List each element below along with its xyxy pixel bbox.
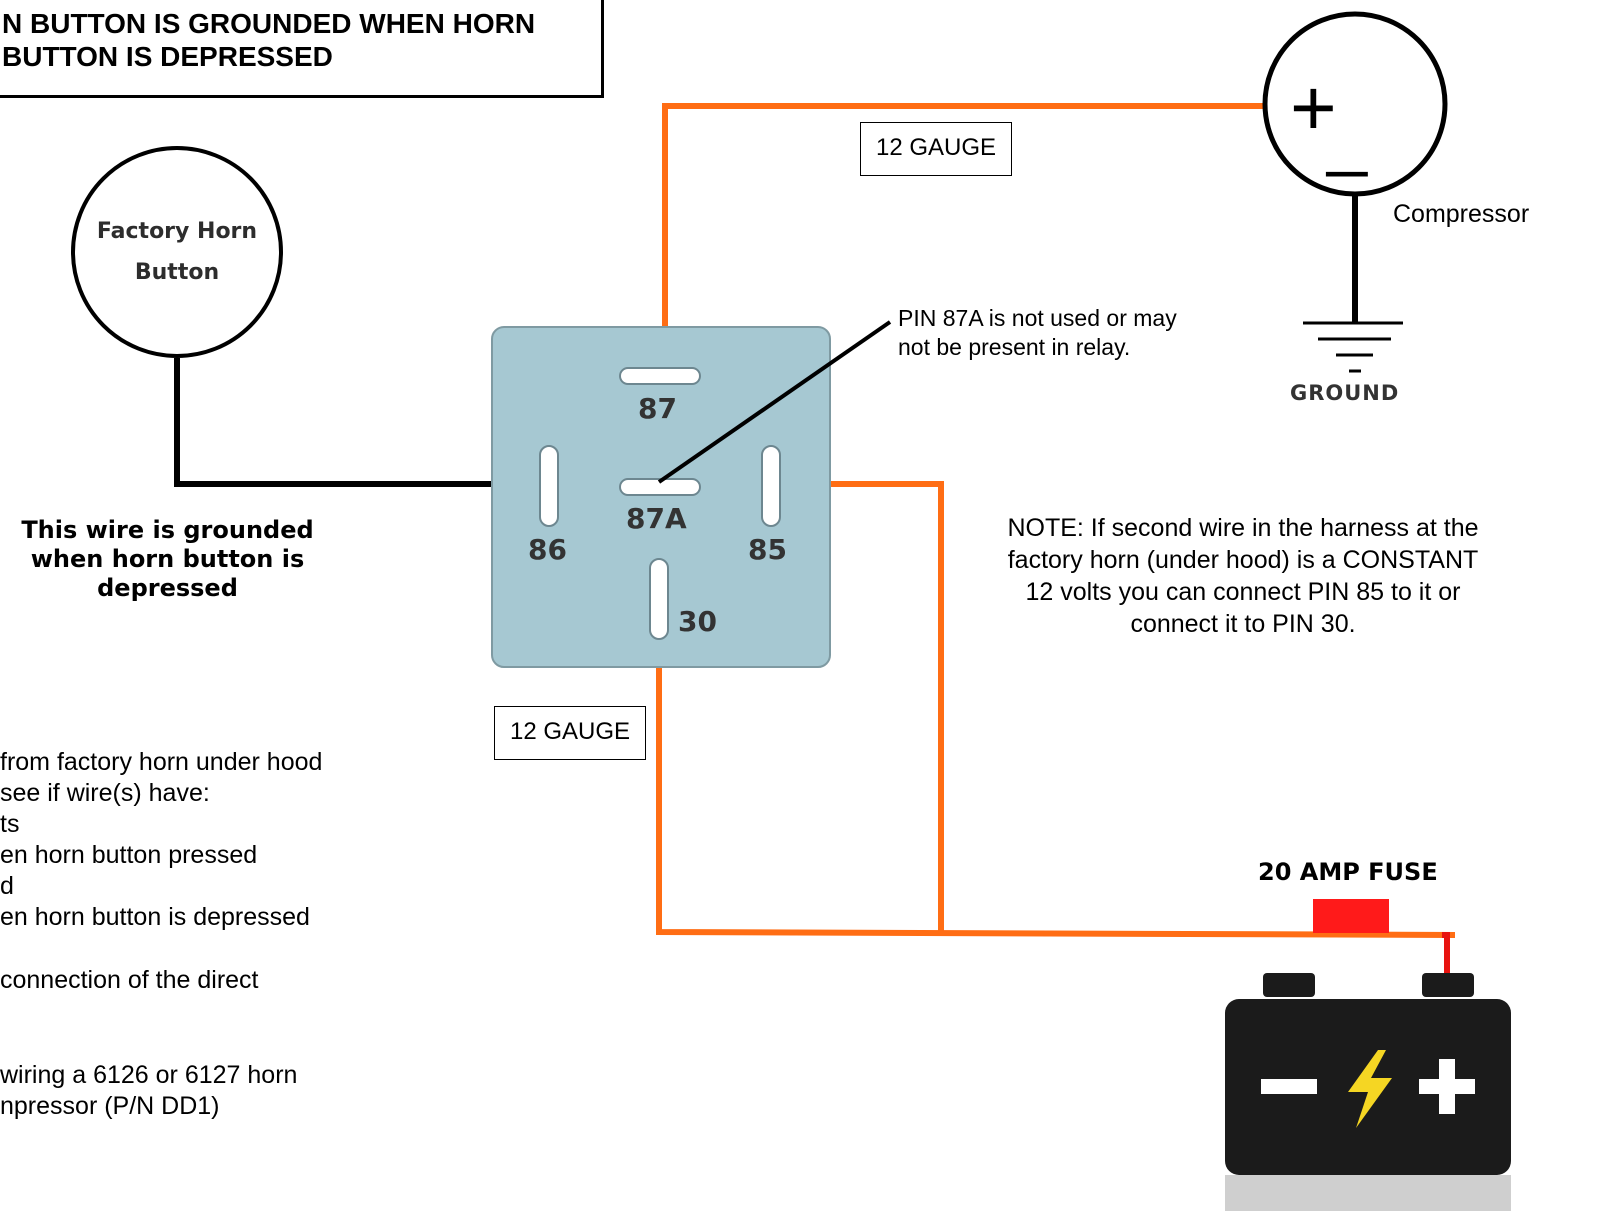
compressor-label: Compressor: [1393, 200, 1530, 228]
battery-base: [1225, 1175, 1511, 1211]
pin-label-87a: 87A: [626, 502, 687, 535]
title-line-2: BUTTON IS DEPRESSED: [2, 41, 333, 72]
instructions-line-4: en horn button pressed: [0, 841, 258, 869]
instructions-line-1: from factory horn under hood: [0, 748, 323, 776]
horn-button-wire: [174, 358, 553, 487]
note-line-4: connect it to PIN 30.: [1130, 610, 1356, 638]
pin-label-30: 30: [678, 605, 717, 638]
instructions-line-5: d: [0, 872, 14, 900]
pin-label-85: 85: [748, 533, 787, 566]
gauge-label-bottom: 12 GAUGE: [494, 706, 646, 760]
instructions-line-8: wiring a 6126 or 6127 horn: [0, 1061, 298, 1089]
title-line-1: N BUTTON IS GROUNDED WHEN HORN: [2, 8, 536, 39]
battery-minus-icon: [1261, 1079, 1317, 1094]
relay-pin-85: [761, 445, 781, 527]
relay-pin-87: [619, 367, 701, 385]
instructions-line-9: npressor (P/N DD1): [0, 1092, 220, 1120]
fuse-label: 20 AMP FUSE: [1258, 858, 1438, 886]
factory-horn-button-circle: [71, 146, 283, 358]
pin-label-87: 87: [638, 392, 677, 425]
lightning-bolt-icon: [1348, 1050, 1392, 1128]
pin87a-note-1: PIN 87A is not used or may: [898, 305, 1177, 331]
title-box: [0, 0, 604, 98]
compressor-plus-icon: +: [1290, 63, 1337, 152]
instructions-line-3: ts: [0, 810, 20, 838]
horn-button-label-1: Factory Horn: [96, 219, 258, 244]
gauge-label-top: 12 GAUGE: [860, 122, 1012, 176]
relay-pin-86: [539, 445, 559, 527]
ground-symbol: [1303, 321, 1403, 373]
relay-pins: [539, 367, 781, 640]
pin87a-pointer-line: [657, 320, 892, 484]
battery-icon: [1225, 973, 1511, 1211]
wire-87-to-compressor: [662, 103, 1265, 380]
instructions-line-7: connection of the direct: [0, 966, 259, 994]
fused-lead-wire: [1442, 932, 1450, 978]
pin-label-86: 86: [528, 533, 567, 566]
compressor-minus-icon: _: [1327, 98, 1368, 178]
ground-wire-note-3: depressed: [97, 574, 238, 602]
relay-body: [491, 326, 831, 668]
note-line-3: 12 volts you can connect PIN 85 to it or: [1025, 578, 1461, 606]
instructions-line-6: en horn button is depressed: [0, 903, 310, 931]
pin87a-note-2: not be present in relay.: [898, 334, 1131, 360]
battery-plus-icon-v: [1439, 1059, 1455, 1114]
battery-terminal-positive: [1422, 973, 1474, 997]
instructions-line-2: see if wire(s) have:: [0, 779, 210, 807]
ground-wire-note-2: when horn button is: [30, 545, 305, 573]
battery-terminal-negative: [1263, 973, 1315, 997]
note-line-2: factory horn (under hood) is a CONSTANT: [1007, 546, 1479, 574]
relay-pin-30: [649, 558, 669, 640]
horn-button-label-2: Button: [134, 260, 220, 285]
ground-label: GROUND: [1290, 381, 1400, 405]
note-line-1: NOTE: If second wire in the harness at t…: [1007, 514, 1479, 542]
ground-wire-note-1: This wire is grounded: [21, 516, 314, 544]
wire-30-to-battery: [656, 633, 1456, 938]
fuse-body: [1313, 899, 1389, 933]
